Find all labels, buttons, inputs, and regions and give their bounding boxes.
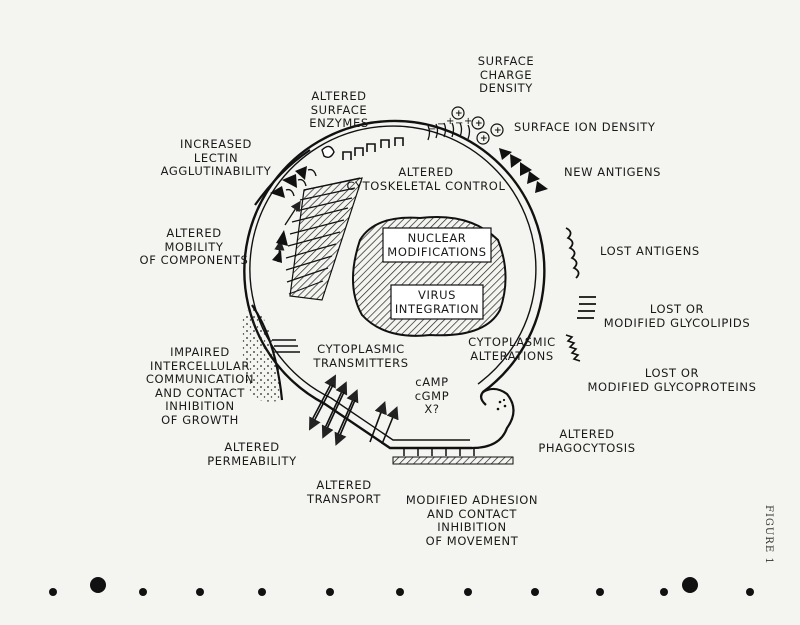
binder-holes (49, 577, 754, 596)
substrate (392, 456, 514, 465)
label-second-messengers: cAMP cGMP X? (414, 375, 450, 416)
neighbor-cell-left (251, 304, 284, 401)
label-surface-ion-density: SURFACE ION DENSITY (514, 120, 656, 134)
label-impaired-communication: IMPAIRED INTERCELLULAR COMMUNICATION AND… (145, 345, 255, 427)
svg-text:+: + (455, 109, 463, 119)
svg-text:−: − (428, 124, 436, 135)
label-lost-glycolipids: LOST OR MODIFIED GLYCOLIPIDS (603, 302, 751, 330)
svg-text:+: + (446, 116, 454, 127)
label-virus-integration: VIRUS INTEGRATION (394, 288, 480, 316)
lectin-bridges (270, 166, 307, 198)
surface-enzymes (342, 137, 404, 160)
svg-text:+: + (480, 134, 488, 144)
label-surface-charge-density: SURFACE CHARGE DENSITY (477, 54, 535, 95)
glycolipid-comb (577, 296, 596, 319)
left-antigens (272, 230, 288, 263)
svg-text:+: + (464, 116, 472, 127)
label-modified-adhesion: MODIFIED ADHESION AND CONTACT INHIBITION… (405, 493, 539, 548)
gap-junctions (272, 339, 300, 353)
label-altered-mobility: ALTERED MOBILITY OF COMPONENTS (139, 226, 249, 267)
svg-text:+: + (494, 126, 502, 136)
label-increased-lectin: INCREASED LECTIN AGGLUTINABILITY (160, 137, 272, 178)
neighbor-cell-left-fill (241, 308, 282, 402)
label-altered-transport: ALTERED TRANSPORT (307, 478, 381, 506)
svg-text:−: − (437, 119, 445, 130)
surface-charges: − − + − + (428, 116, 472, 135)
label-cytoplasmic-transmitters: CYTOPLASMIC TRANSMITTERS (313, 342, 409, 370)
nuclear-modifications-box (382, 227, 492, 263)
lost-antigens-wave (565, 227, 580, 279)
svg-text:+: + (475, 119, 483, 129)
glycocalyx-chains (427, 122, 471, 141)
label-altered-phagocytosis: ALTERED PHAGOCYTOSIS (538, 427, 636, 455)
label-nuclear-modifications: NUCLEAR MODIFICATIONS (387, 231, 487, 259)
new-antigen-triangles (499, 148, 548, 193)
label-lost-antigens: LOST ANTIGENS (600, 244, 700, 258)
label-lost-glycoproteins: LOST OR MODIFIED GLYCOPROTEINS (587, 366, 757, 394)
glycoprotein-bumps (565, 334, 581, 362)
transport-arrows (309, 374, 399, 446)
label-altered-surface-enzymes: ALTERED SURFACE ENZYMES (309, 89, 369, 130)
adhesion-anchors (399, 447, 479, 456)
figure-caption: FIGURE 1 (763, 505, 774, 565)
virus-integration-box (390, 284, 484, 320)
phagocytosis-invagination (471, 387, 515, 450)
label-cytoplasmic-alterations: CYTOPLASMIC ALTERATIONS (468, 335, 556, 363)
label-altered-permeability: ALTERED PERMEABILITY (207, 440, 297, 468)
cytoskeleton-wedge (289, 177, 363, 301)
svg-text:−: − (455, 118, 463, 129)
label-new-antigens: NEW ANTIGENS (564, 165, 662, 179)
label-altered-cytoskeletal: ALTERED CYTOSKELETAL CONTROL (346, 165, 506, 193)
neighbor-cell-top-left (254, 149, 311, 206)
